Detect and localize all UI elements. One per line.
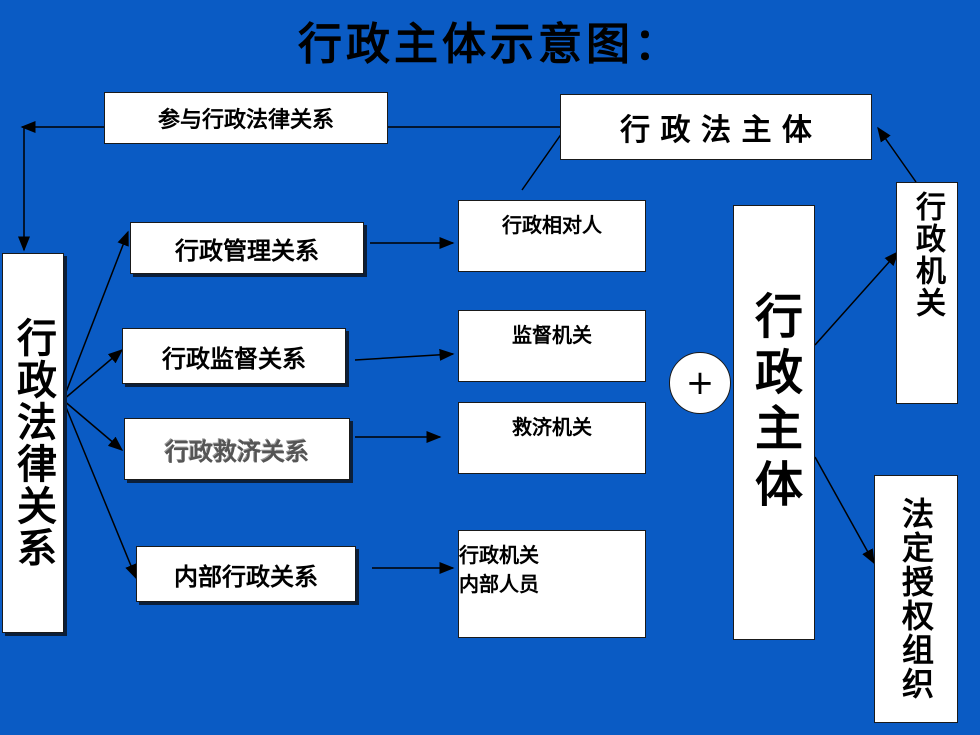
node-internal-staff-line2: 内部人员	[459, 572, 539, 596]
node-admin-organ-text: 行政机关	[910, 191, 945, 319]
node-relief: 行政救济关系	[124, 418, 350, 480]
connector-organ-to-legal-subject	[877, 126, 917, 183]
node-supervisory-organ: 监督机关	[458, 310, 646, 382]
connector-counterpart-to-subject	[521, 132, 563, 191]
connector-legal-to-management	[62, 230, 129, 401]
node-authorized-org: 法定授权组织	[874, 475, 958, 723]
node-internal: 内部行政关系	[136, 546, 356, 602]
page-title: 行政主体示意图：	[298, 19, 682, 70]
node-legal-relation: 行政法律关系	[2, 253, 64, 633]
plus-symbol: +	[669, 352, 731, 414]
node-relief-text: 行政救济关系	[165, 437, 309, 466]
connector-subject-to-organ	[814, 250, 899, 346]
node-relief-organ: 救济机关	[458, 402, 646, 474]
connector-subject-to-authorized	[814, 456, 875, 565]
node-admin-subject-text: 行政主体	[746, 291, 802, 515]
node-admin-subject: 行政主体	[733, 205, 815, 640]
node-admin-legal-subject: 行 政 法 主 体	[560, 94, 872, 160]
connector-legal-to-supervision	[62, 349, 124, 401]
connector-legal-to-internal	[62, 399, 137, 580]
node-internal-staff-line1: 行政机关	[459, 543, 539, 567]
node-management: 行政管理关系	[130, 222, 364, 274]
node-legal-relation-text: 行政法律关系	[10, 317, 56, 569]
node-participate: 参与行政法律关系	[104, 92, 388, 144]
node-admin-organ: 行政机关	[896, 182, 958, 404]
node-supervision: 行政监督关系	[122, 328, 346, 384]
node-counterpart: 行政相对人	[458, 200, 646, 272]
connector-legal-to-relief	[62, 399, 124, 451]
connector-supervision-to-organ	[354, 348, 455, 361]
node-internal-staff: 行政机关 内部人员	[458, 530, 646, 638]
node-authorized-org-text: 法定授权组织	[897, 497, 935, 701]
